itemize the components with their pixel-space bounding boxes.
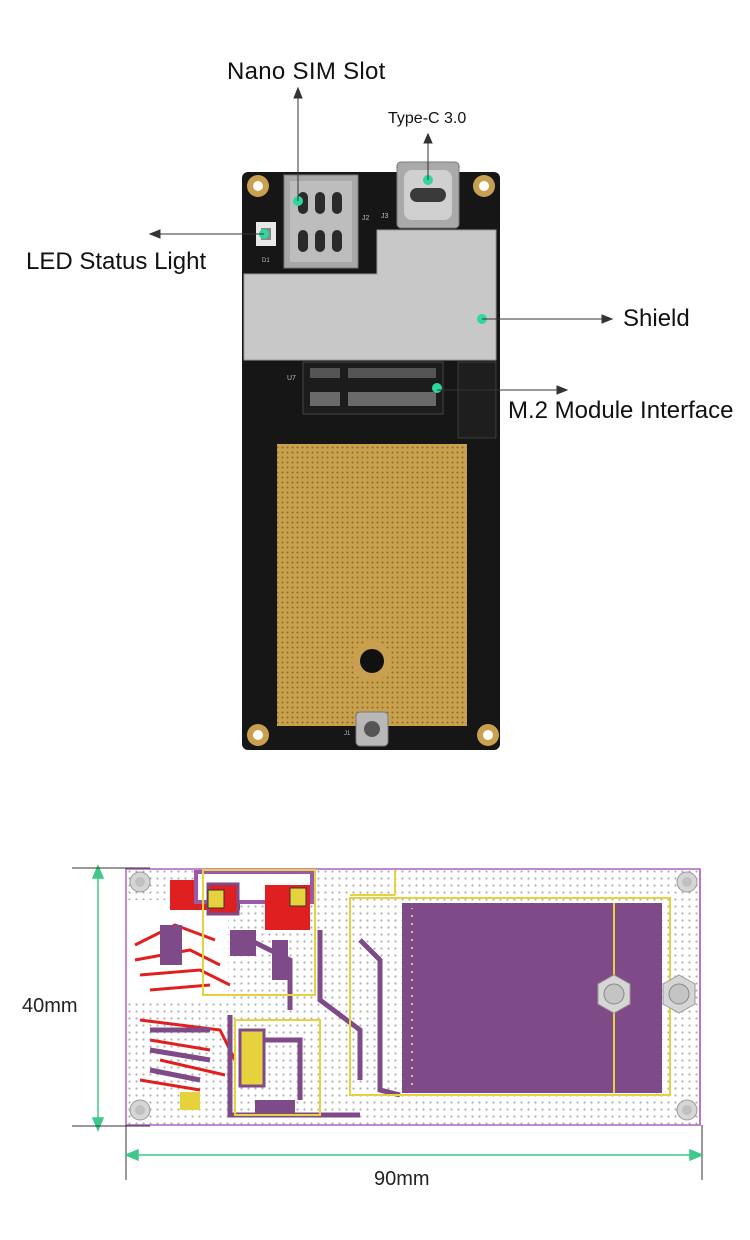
callout-type-c-label: Type-C 3.0 [388,110,467,127]
arrowhead-icon [148,229,161,239]
mount-hole-icon [247,175,499,746]
leader-lines [148,86,614,395]
nano-sim-slot [283,174,359,269]
silk-j2: J2 [362,215,370,222]
dimension-width-label: 90mm [374,1168,430,1190]
arrowhead-icon [556,385,569,395]
silk-d1: D1 [262,258,270,264]
pcb-layout [125,868,701,1126]
mount-hole-icon [352,641,392,681]
antenna-pad [277,444,467,726]
silk-j1: J1 [344,731,351,737]
callout-led-label: LED Status Light [26,248,207,275]
small-components [457,361,497,439]
dimension-height [91,864,105,1132]
callout-m2-label: M.2 Module Interface [508,397,734,424]
type-c-port [396,161,460,229]
silk-j3: J3 [381,213,389,220]
callout-shield-label: Shield [623,305,690,332]
m2-connector [302,361,444,415]
arrowhead-icon [423,132,433,144]
antenna-connector [355,711,389,747]
ic-components [160,887,307,1114]
extension-lines [72,867,703,1180]
board-photo: J2 J3 D1 U7 [148,86,614,750]
silk-u7: U7 [287,375,296,382]
metal-shield [243,229,497,361]
callout-nano-sim-label: Nano SIM Slot [227,58,386,85]
arrowhead-icon [601,314,614,324]
arrowhead-icon [293,86,303,99]
mount-hole-icon [129,871,698,1121]
dimension-height-label: 40mm [22,995,78,1017]
dimension-width [124,1148,704,1162]
